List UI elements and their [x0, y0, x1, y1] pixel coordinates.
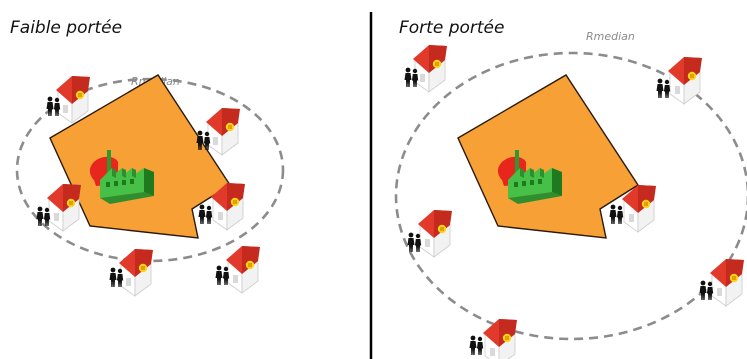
panel-left-house-icon [55, 75, 91, 124]
panel-left-house-icon [46, 183, 82, 232]
panel-right-house-icon [412, 44, 448, 93]
panel-left-people-icon [215, 265, 230, 285]
panel-right-people-icon [469, 335, 484, 355]
panel-right-house-icon [667, 56, 703, 105]
panel-right-house-icon [709, 258, 745, 307]
panel-left: Faible portée Rmedian [10, 18, 285, 297]
panel-right-title: Forte portée [399, 18, 504, 38]
panel-left-people-icon [198, 204, 213, 224]
panel-right-house-icon [417, 209, 453, 258]
panel-right-people-icon [407, 232, 422, 252]
panel-right: Forte portée Rmedian [394, 18, 747, 359]
panel-right-people-icon [404, 67, 419, 87]
panel-left-house-icon [118, 248, 154, 297]
panel-left-site-area [49, 74, 231, 239]
panel-left-house-icon [205, 107, 241, 156]
panel-right-radius-label: Rmedian [586, 30, 635, 43]
panel-left-people-icon [109, 267, 124, 287]
panel-right-radius-boundary [394, 51, 747, 341]
panel-left-title: Faible portée [10, 18, 122, 38]
panel-right-house-icon [482, 318, 518, 359]
panel-right-site-area [457, 74, 639, 239]
panel-left-house-icon [225, 245, 261, 294]
panel-right-people-icon [656, 78, 671, 98]
panel-right-people-icon [609, 204, 624, 224]
panel-left-people-icon [46, 96, 61, 116]
panel-right-people-icon [699, 280, 714, 300]
